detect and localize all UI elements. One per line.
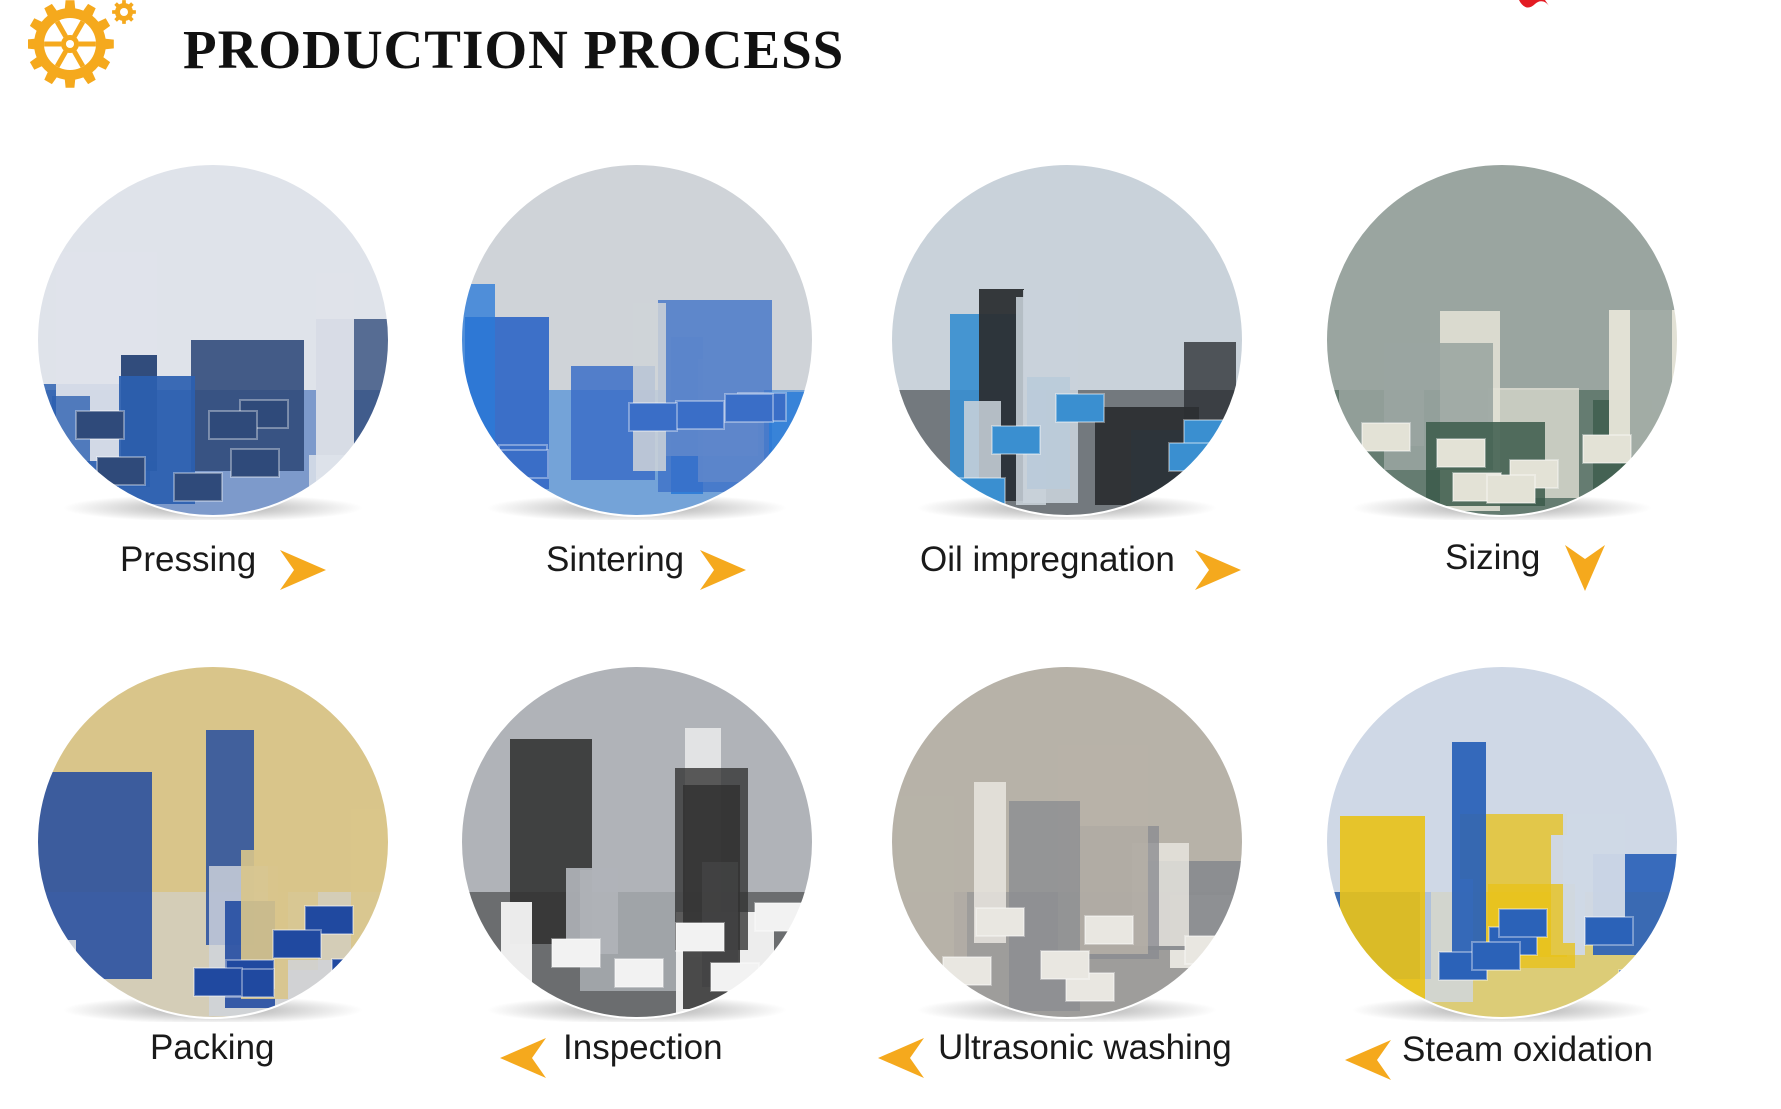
oil-impregnation-photo [890, 163, 1244, 520]
arrow-left-icon [1345, 1040, 1391, 1080]
step-label: Inspection [563, 1028, 723, 1067]
process-step [457, 662, 817, 1032]
step-label: Packing [150, 1028, 275, 1067]
logo-mark [1519, 0, 1549, 8]
steam-oxidation-furnace-photo [1325, 665, 1679, 1022]
process-step [33, 160, 393, 530]
step-label: Sizing [1445, 538, 1541, 577]
process-step [1322, 662, 1682, 1032]
step-label: Pressing [120, 540, 257, 579]
process-step [457, 160, 817, 530]
step-label: Steam oxidation [1402, 1030, 1653, 1069]
packing-worker-photo [36, 665, 390, 1022]
process-step [887, 160, 1247, 530]
ultrasonic-washer-photo [890, 665, 1244, 1022]
step-label: Oil impregnation [920, 540, 1175, 579]
pressing-machine-photo [36, 163, 390, 520]
arrow-right-icon [280, 550, 326, 590]
arrow-left-icon [500, 1038, 546, 1078]
page-title: PRODUCTION PROCESS [183, 19, 845, 80]
arrow-right-icon [700, 550, 746, 590]
arrow-left-icon [878, 1038, 924, 1078]
sizing-press-photo [1325, 163, 1679, 520]
step-label: Ultrasonic washing [938, 1028, 1232, 1067]
process-step [887, 662, 1247, 1032]
arrow-right-icon [1195, 550, 1241, 590]
arrow-down-icon [1565, 545, 1605, 591]
gear-icon [28, 0, 136, 88]
sintering-furnace-photo [460, 163, 814, 520]
inspection-cmm-photo [460, 665, 814, 1022]
step-label: Sintering [546, 540, 685, 579]
process-step [33, 662, 393, 1032]
process-step [1322, 160, 1682, 530]
